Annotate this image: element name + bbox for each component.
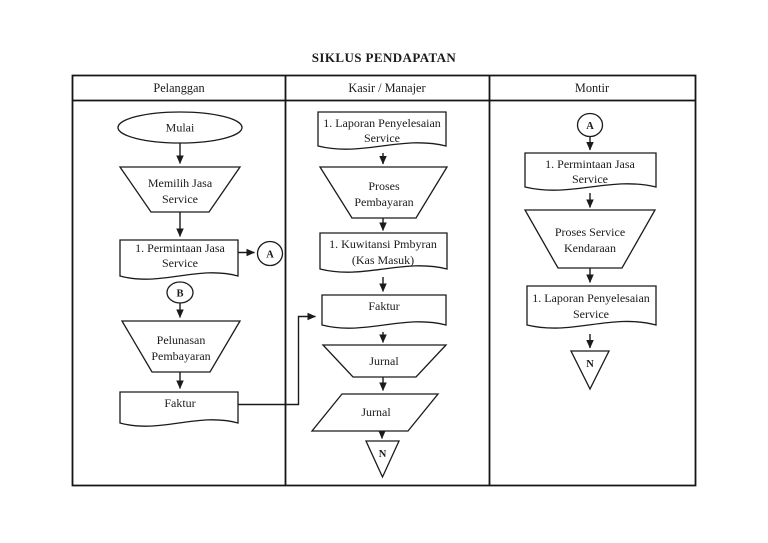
manual-operation-proses-pembayaran	[318, 166, 449, 219]
document-laporan-penyelesaian-montir	[526, 285, 657, 329]
document-laporan-penyelesaian-kasir	[317, 111, 447, 150]
file-storage-n-kasir	[364, 440, 401, 479]
faktur-kasir-label: Faktur	[368, 299, 399, 313]
connector-a-montir-label: A	[586, 121, 594, 132]
document-faktur-pelanggan	[119, 391, 239, 427]
kuwitansi-line1: 1. Kuwitansi Pmbyran	[329, 237, 437, 251]
lane-montir: A 1. Permintaan Jasa Service Proses Serv…	[523, 112, 657, 391]
pelunasan-label-line2: Pembayaran	[151, 349, 210, 363]
lane-kasir: 1. Laporan Penyelesaian Service Proses P…	[310, 111, 449, 479]
terminator-mulai-label: Mulai	[166, 121, 195, 135]
manual-operation-memilih-jasa	[118, 166, 242, 213]
permintaan-pelanggan-line1: 1. Permintaan Jasa	[135, 241, 225, 255]
connector-b-pelanggan-label: B	[176, 289, 183, 300]
parallelogram-jurnal	[310, 393, 440, 432]
laporan-montir-line1: 1. Laporan Penyelesaian	[532, 291, 650, 305]
connector-a-pelanggan-label: A	[266, 250, 274, 261]
pelunasan-label-line1: Pelunasan	[157, 333, 206, 347]
proses-service-line2: Kendaraan	[564, 241, 616, 255]
arrow-faktur-pelanggan-to-faktur-kasir	[238, 312, 316, 406]
document-faktur-kasir	[321, 294, 447, 329]
lane-pelanggan: Mulai Memilih Jasa Service 1. Permintaan…	[117, 111, 316, 427]
permintaan-pelanggan-line2: Service	[162, 256, 198, 270]
arsip-n-montir-label: N	[586, 359, 594, 370]
jurnal-dokumen-label: Jurnal	[361, 405, 391, 419]
laporan-montir-line2: Service	[573, 307, 609, 321]
permintaan-montir-line2: Service	[572, 172, 608, 186]
manual-operation-proses-service	[523, 209, 657, 269]
kuwitansi-line2: (Kas Masuk)	[352, 253, 414, 267]
connector-a-pelanggan	[256, 240, 284, 267]
lane-header-pelanggan: Pelanggan	[153, 81, 204, 95]
memilih-label-line2: Service	[162, 192, 198, 206]
proses-service-line1: Proses Service	[555, 225, 625, 239]
file-storage-n-montir	[569, 350, 611, 391]
terminator-mulai	[117, 111, 243, 144]
document-permintaan-jasa-pelanggan	[119, 239, 239, 280]
laporan-kasir-line2: Service	[364, 131, 400, 145]
laporan-kasir-line1: 1. Laporan Penyelesaian	[323, 116, 441, 130]
document-permintaan-jasa-montir	[524, 152, 657, 191]
manual-operation-pelunasan	[120, 320, 242, 373]
proses-pembayaran-line2: Pembayaran	[354, 195, 413, 209]
manual-operation-jurnal	[321, 344, 448, 378]
swimlane-table-borders	[71, 74, 697, 487]
lane-header-montir: Montir	[575, 81, 609, 95]
page-title: SIKLUS PENDAPATAN	[312, 50, 457, 65]
proses-pembayaran-line1: Proses	[368, 179, 400, 193]
permintaan-montir-line1: 1. Permintaan Jasa	[545, 157, 635, 171]
lane-header-kasir: Kasir / Manajer	[348, 81, 425, 95]
arsip-n-kasir-label: N	[379, 449, 387, 460]
faktur-pelanggan-label: Faktur	[164, 396, 195, 410]
jurnal-proses-label: Jurnal	[369, 354, 399, 368]
document-kuwitansi	[319, 232, 448, 273]
memilih-label-line1: Memilih Jasa	[148, 176, 213, 190]
